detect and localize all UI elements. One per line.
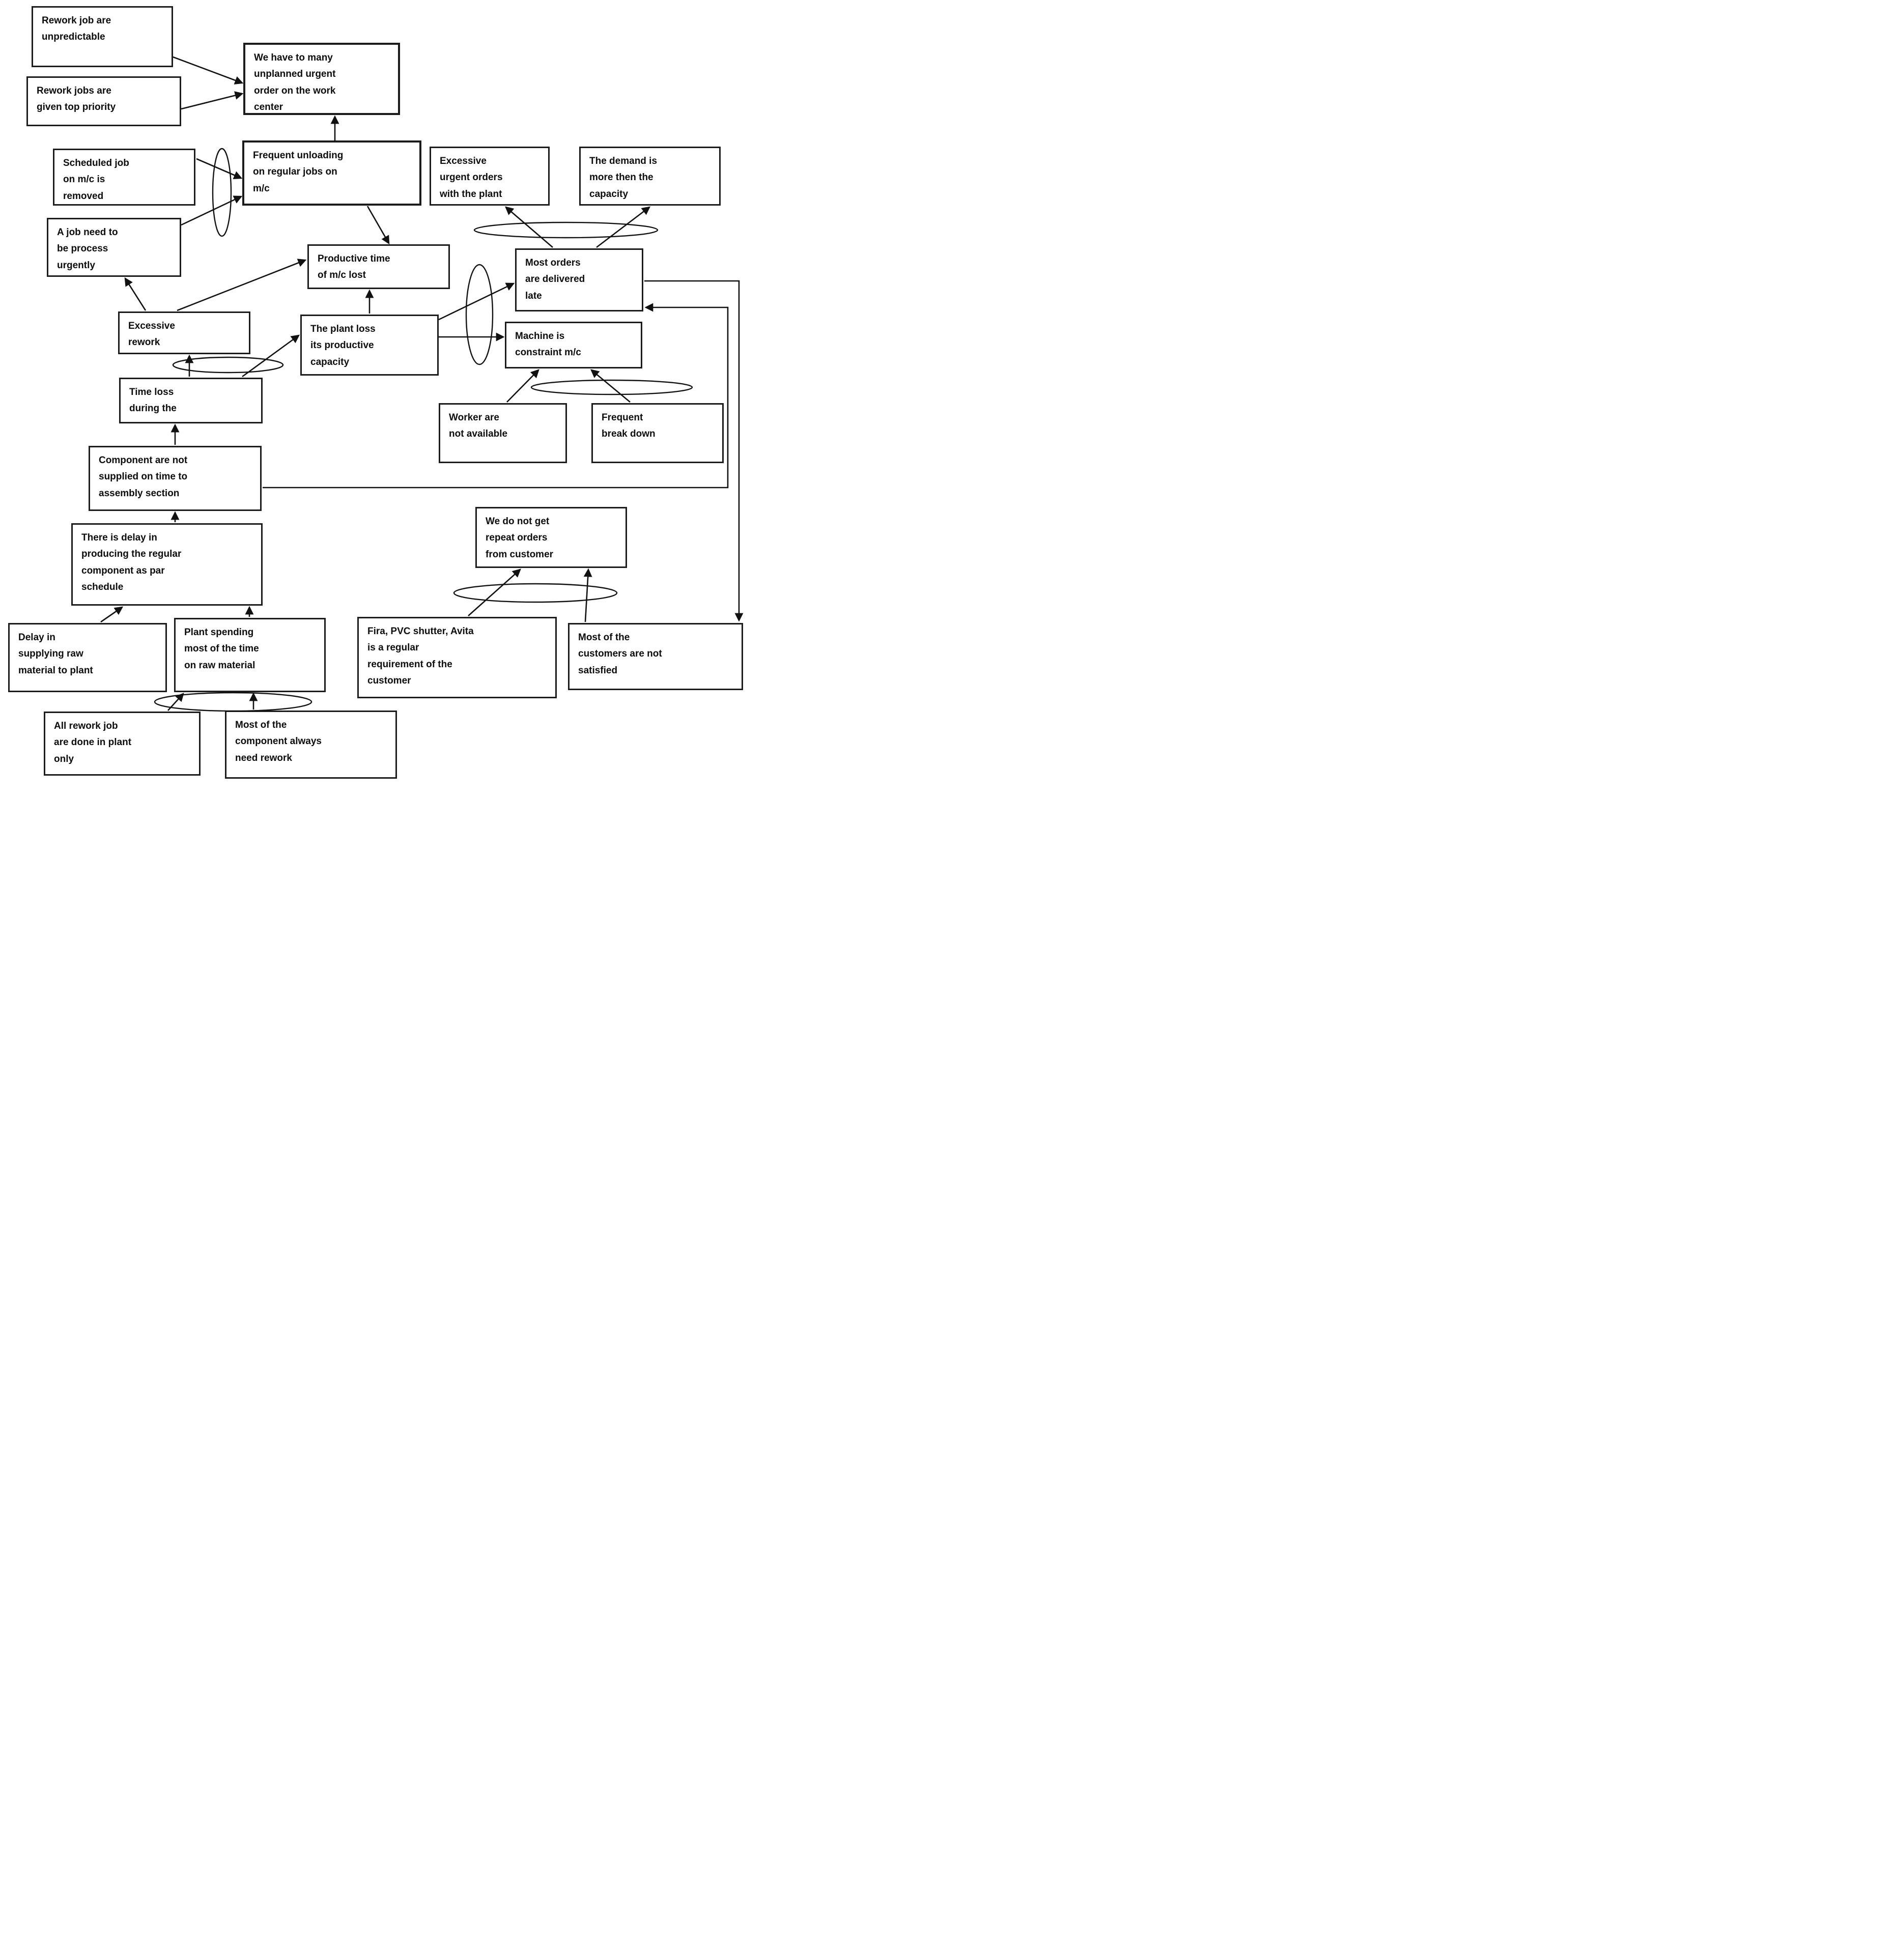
node-label: Frequent break down [602,412,656,440]
arrow-n1-n3 [173,56,244,84]
node-fira-pvc-avita-requirement: Fira, PVC shutter, Avita is a regular re… [357,617,557,698]
node-label: The demand is more then the capacity [589,156,658,200]
arrow-n11-n5 [124,277,147,311]
arrow-n6-n9 [366,206,390,245]
node-label: Rework job are unpredictable [42,15,111,43]
arrow-n10-n8 [596,206,651,248]
and-junction-ellipse-2 [473,221,659,239]
node-label: Worker are not available [449,412,508,440]
node-label: Rework jobs are given top priority [37,86,116,113]
arrow-n15-n13 [506,369,539,403]
node-label: We do not get repeat orders from custome… [486,516,554,560]
node-workers-not-available: Worker are not available [439,403,567,463]
node-plant-loses-capacity: The plant loss its productive capacity [300,315,439,376]
arrow-n23-n19 [583,568,592,622]
node-components-need-rework: Most of the component always need rework [225,711,397,779]
node-label: The plant loss its productive capacity [310,324,376,367]
and-junction-ellipse-5 [530,379,693,395]
node-rework-jobs-top-priority: Rework jobs are given top priority [26,76,181,126]
node-customers-not-satisfied: Most of the customers are not satisfied [568,623,743,690]
node-rework-jobs-unpredictable: Rework job are unpredictable [32,6,173,67]
arrow-n22-n19 [468,569,521,616]
arrow-n24-n21 [167,693,184,711]
arrow-n4-n6 [196,158,243,180]
node-too-many-unplanned-orders: We have to many unplanned urgent order o… [243,43,400,115]
node-excessive-urgent-orders: Excessive urgent orders with the plant [430,147,550,206]
node-label: Excessive rework [128,321,175,348]
node-label: Plant spending most of the time on raw m… [184,627,259,671]
node-demand-more-than-capacity: The demand is more then the capacity [579,147,721,206]
node-label: Time loss during the [129,387,177,414]
node-delay-supplying-raw: Delay in supplying raw material to plant [8,623,167,692]
node-time-loss-during-the: Time loss during the [119,378,263,423]
node-no-repeat-orders: We do not get repeat orders from custome… [475,507,627,568]
node-frequent-unloading: Frequent unloading on regular jobs on m/… [242,140,421,206]
node-label: There is delay in producing the regular … [81,532,182,592]
node-label: A job need to be process urgently [57,227,118,271]
node-label: Component are not supplied on time to as… [99,455,188,499]
node-productive-time-lost: Productive time of m/c lost [307,244,450,289]
node-label: Frequent unloading on regular jobs on m/… [253,150,344,194]
node-label: Fira, PVC shutter, Avita is a regular re… [367,626,474,686]
and-junction-ellipse-6 [453,583,618,603]
arrow-n14-n12 [242,334,300,378]
node-excessive-rework: Excessive rework [118,311,250,354]
node-label: We have to many unplanned urgent order o… [254,52,336,112]
node-components-not-supplied: Component are not supplied on time to as… [89,446,262,511]
arrow-n2-n3 [181,91,244,110]
and-junction-ellipse-4 [172,356,284,374]
node-orders-delivered-late: Most orders are delivered late [515,248,643,311]
node-delay-producing-regular: There is delay in producing the regular … [71,523,263,606]
node-label: Scheduled job on m/c is removed [63,158,129,202]
and-junction-ellipse-3 [465,264,494,365]
node-plant-time-on-raw-material: Plant spending most of the time on raw m… [174,618,326,692]
node-label: Productive time of m/c lost [318,253,390,281]
node-machine-is-constraint: Machine is constraint m/c [505,322,642,368]
arrow-n10-n7 [505,206,553,248]
node-label: Most of the customers are not satisfied [578,632,662,676]
node-label: Machine is constraint m/c [515,331,581,358]
node-label: Delay in supplying raw material to plant [18,632,93,676]
node-label: All rework job are done in plant only [54,721,132,764]
diagram-canvas: Rework job are unpredictable Rework jobs… [0,0,751,784]
arrow-n16-n13 [590,369,631,403]
arrow-n20-n18 [100,606,124,623]
node-label: Excessive urgent orders with the plant [440,156,503,200]
node-job-needs-urgent-process: A job need to be process urgently [47,218,181,277]
node-label: Most orders are delivered late [525,258,585,301]
node-frequent-break-down: Frequent break down [591,403,724,463]
and-junction-ellipse-7 [154,692,312,712]
node-label: Most of the component always need rework [235,720,322,763]
arrow-n12-n10 [438,282,515,321]
node-rework-done-in-plant: All rework job are done in plant only [44,712,201,776]
node-scheduled-job-removed: Scheduled job on m/c is removed [53,149,195,206]
and-junction-ellipse-1 [212,148,232,237]
arrow-n11-n9 [177,259,307,311]
